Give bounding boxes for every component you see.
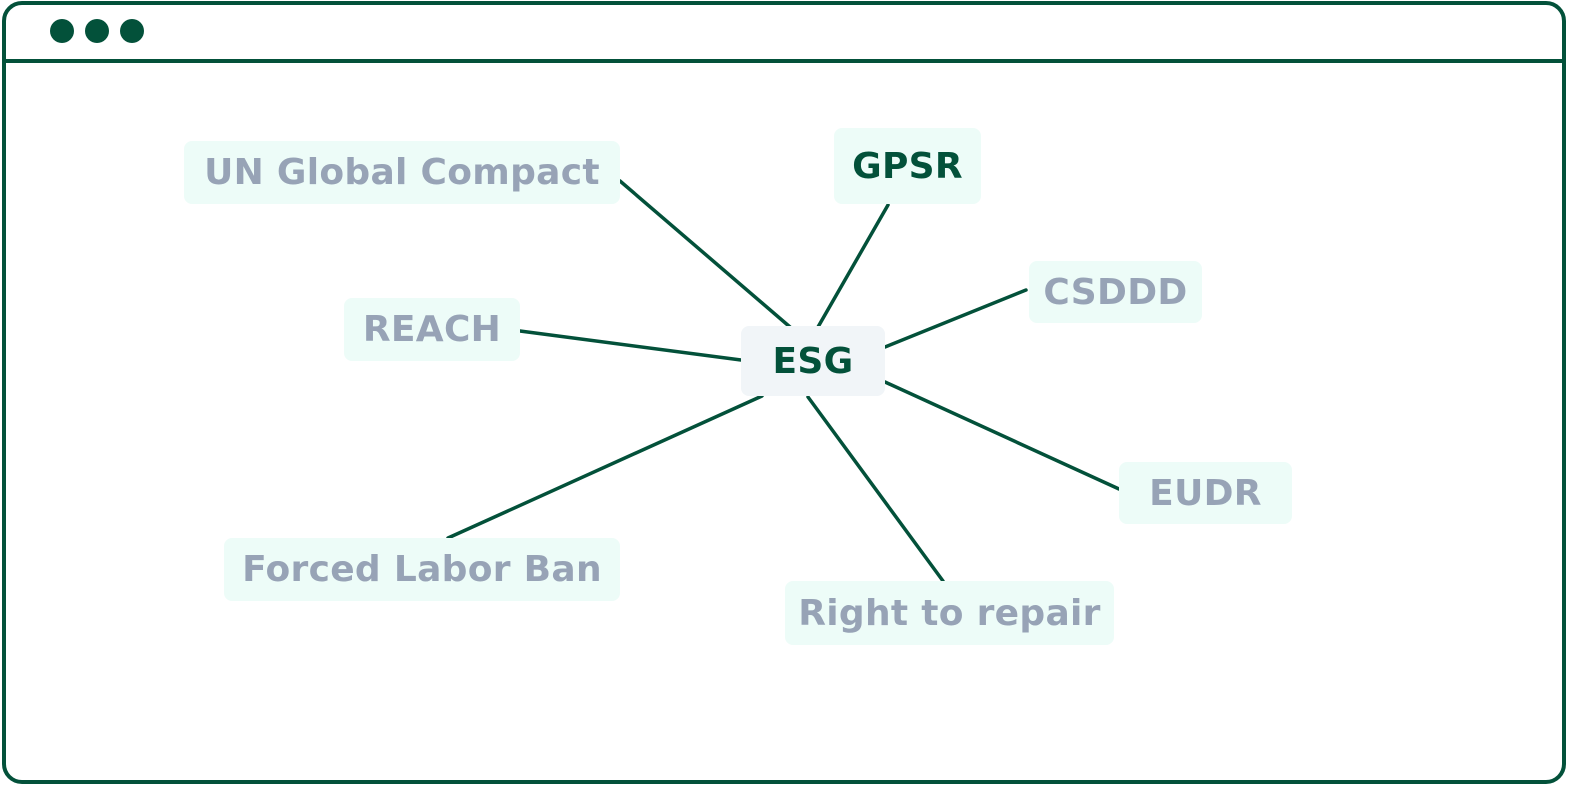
node-right-to-repair[interactable]: Right to repair xyxy=(785,581,1114,645)
edge-esg-forced-labor-ban xyxy=(446,394,764,540)
window-dot-icon[interactable] xyxy=(50,19,74,43)
edge-esg-right-to-repair xyxy=(806,395,945,583)
node-csddd[interactable]: CSDDD xyxy=(1029,261,1202,323)
edge-esg-eudr xyxy=(883,380,1121,491)
node-gpsr[interactable]: GPSR xyxy=(834,128,981,204)
edge-esg-un-global-compact xyxy=(618,179,792,329)
node-eudr[interactable]: EUDR xyxy=(1119,462,1292,524)
node-esg[interactable]: ESG xyxy=(741,326,885,396)
edge-esg-gpsr xyxy=(816,203,890,329)
window-dot-icon[interactable] xyxy=(85,19,109,43)
node-un-global-compact[interactable]: UN Global Compact xyxy=(184,141,620,204)
window-titlebar xyxy=(6,5,1562,63)
window-dot-icon[interactable] xyxy=(120,19,144,43)
node-reach[interactable]: REACH xyxy=(344,298,520,361)
edge-esg-csddd xyxy=(883,288,1028,349)
node-forced-labor-ban[interactable]: Forced Labor Ban xyxy=(224,538,620,601)
edge-esg-reach xyxy=(518,329,743,362)
